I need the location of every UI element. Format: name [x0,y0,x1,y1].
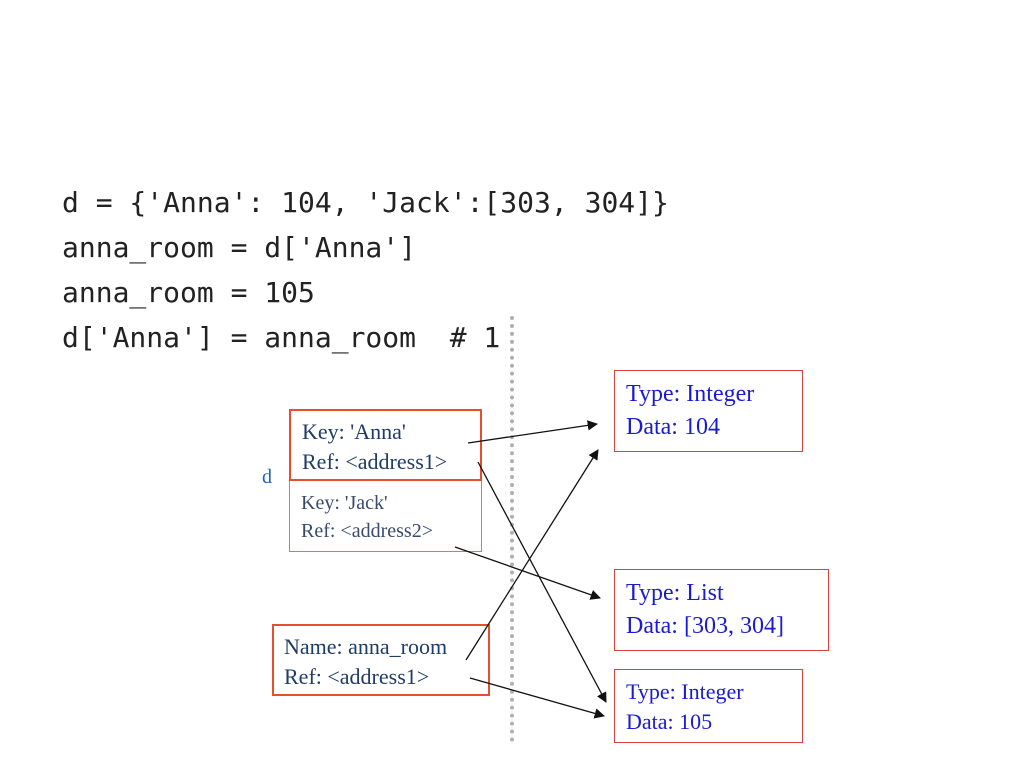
arrow-address1-to-105 [477,461,607,703]
object-list-data: Data: [303, 304] [626,613,784,639]
object-integer-105: Type: Integer Data: 105 [614,669,803,743]
dict-entry-jack-key: Key: 'Jack' [301,492,388,514]
variable-anna-room: Name: anna_room Ref: <address1> [272,624,490,696]
dict-entry-anna: Key: 'Anna' Ref: <address1> [289,409,482,481]
code-line-1: d = {'Anna': 104, 'Jack':[303, 304]} [62,186,669,219]
code-line-3: anna_room = 105 [62,276,315,309]
object-integer-105-data: Data: 105 [626,709,713,734]
object-integer-104-type: Type: Integer [626,381,755,407]
dict-entry-jack: Key: 'Jack' Ref: <address2> [289,481,482,552]
dict-entry-jack-ref: Ref: <address2> [301,520,433,542]
object-list-type: Type: List [626,580,724,606]
variable-name: Name: anna_room [284,634,448,659]
dotted-divider [510,316,514,742]
arrow-jack-to-list [454,546,601,600]
arrow-anna-room-to-105 [469,677,606,719]
object-integer-104: Type: Integer Data: 104 [614,370,803,452]
dict-entry-anna-key: Key: 'Anna' [302,419,406,444]
code-line-2: anna_room = d['Anna'] [62,231,417,264]
arrow-anna-to-104 [467,420,599,444]
object-integer-104-data: Data: 104 [626,414,720,440]
arrow-anna-room-to-104 [465,449,599,661]
code-line-4: d['Anna'] = anna_room # 1 [62,321,501,354]
variable-ref: Ref: <address1> [284,664,430,689]
dict-entry-anna-ref: Ref: <address1> [302,449,448,474]
object-list: Type: List Data: [303, 304] [614,569,829,651]
dict-label: d [262,466,272,488]
object-integer-105-type: Type: Integer [626,679,744,704]
code-block: d = {'Anna': 104, 'Jack':[303, 304]} anna… [62,180,669,360]
